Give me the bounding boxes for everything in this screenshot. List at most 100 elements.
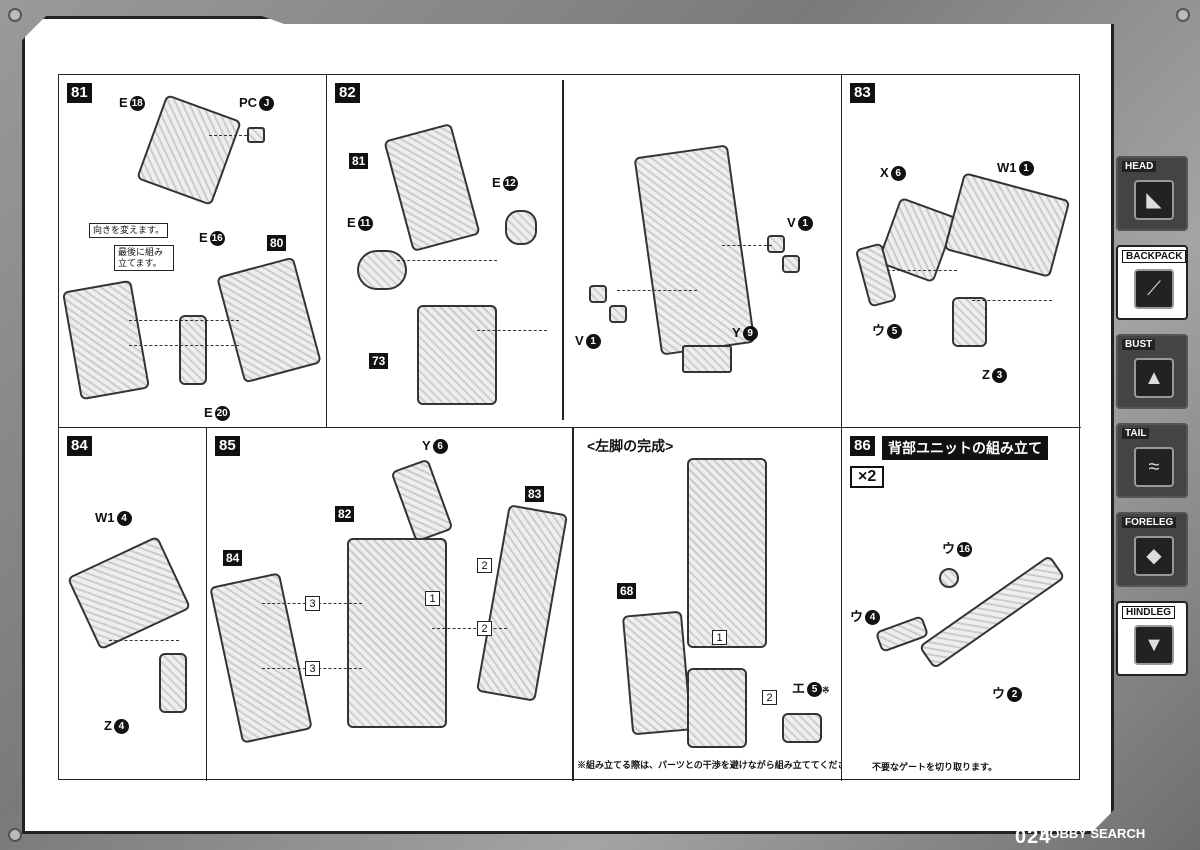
tab-bust[interactable]: BUST ▲ (1116, 334, 1188, 409)
hindleg-icon: ▼ (1134, 625, 1174, 665)
step-title: 背部ユニットの組み立て (882, 436, 1048, 460)
order-box: 3 (305, 596, 320, 611)
tab-tail[interactable]: TAIL ≈ (1116, 423, 1188, 498)
watermark: HOBBY SEARCH (1040, 826, 1146, 841)
part-drawing (505, 210, 537, 245)
order-box: 2 (762, 690, 777, 705)
step-ref: 68 (617, 583, 637, 599)
part-drawing (943, 172, 1071, 278)
step-number: 85 (215, 436, 240, 456)
step-ref: 83 (525, 486, 545, 502)
dashed-guide (397, 260, 497, 261)
dashed-guide (477, 330, 547, 331)
dashed-guide (109, 640, 179, 641)
part-drawing (179, 315, 207, 385)
step-number: 86 (850, 436, 875, 456)
part-drawing (247, 127, 265, 143)
step-ref: 80 (267, 235, 287, 251)
dashed-guide (722, 245, 772, 246)
part-drawing (682, 345, 732, 373)
tab-foreleg[interactable]: FORELEG ◆ (1116, 512, 1188, 587)
part-drawing (357, 250, 407, 290)
part-drawing (475, 504, 569, 702)
footnote: ※組み立てる際は、パーツとの干渉を避けながら組み立ててください。 (577, 760, 842, 770)
section-title: <左脚の完成> (587, 438, 674, 454)
tab-label: TAIL (1122, 428, 1150, 439)
part-drawing (767, 235, 785, 253)
tab-label: HINDLEG (1122, 606, 1175, 619)
note-box: 向きを変えます。 (89, 223, 169, 238)
order-box: 1 (425, 591, 440, 606)
part-drawing (589, 285, 607, 303)
order-box: 2 (477, 558, 492, 573)
tab-label: BUST (1122, 339, 1156, 350)
part-drawing (159, 653, 187, 713)
step-ref: 73 (369, 353, 389, 369)
part-drawing (609, 305, 627, 323)
part-drawing (939, 568, 959, 588)
tab-label: BACKPACK (1122, 250, 1187, 263)
part-drawing (782, 255, 800, 273)
part-drawing (136, 94, 242, 206)
step-number: 83 (850, 83, 875, 103)
step-number: 84 (67, 436, 92, 456)
part-drawing (209, 572, 313, 744)
tab-head[interactable]: HEAD ◣ (1116, 156, 1188, 231)
tab-hindleg[interactable]: HINDLEG ▼ (1116, 601, 1188, 676)
part-drawing (390, 458, 454, 543)
dashed-guide (617, 290, 697, 291)
screw-icon (1176, 8, 1190, 22)
head-icon: ◣ (1134, 180, 1174, 220)
dashed-guide (209, 135, 247, 136)
dashed-guide (887, 270, 957, 271)
foreleg-icon: ◆ (1134, 536, 1174, 576)
part-drawing (687, 668, 747, 748)
screw-icon (8, 828, 22, 842)
gate-note: 不要なゲートを切り取ります。 (872, 762, 998, 772)
order-box: 2 (477, 621, 492, 636)
step-ref: 81 (349, 153, 369, 169)
part-drawing (66, 535, 192, 651)
part-drawing (61, 279, 151, 401)
divider (572, 428, 574, 781)
order-box: 1 (712, 630, 727, 645)
step-number: 82 (335, 83, 360, 103)
part-drawing (952, 297, 987, 347)
note-box: 最後に組み立てます。 (114, 245, 174, 271)
part-drawing (621, 610, 693, 736)
quantity-badge: ×2 (850, 466, 885, 488)
tab-label: HEAD (1122, 161, 1157, 172)
screw-icon (8, 8, 22, 22)
tab-label: FORELEG (1122, 517, 1177, 528)
backpack-icon: ⟋ (1134, 269, 1174, 309)
bust-icon: ▲ (1134, 358, 1174, 398)
page-number: 024 (1015, 826, 1052, 848)
step-ref: 82 (335, 506, 355, 522)
tab-backpack[interactable]: BACKPACK ⟋ (1116, 245, 1188, 320)
dashed-guide (432, 628, 507, 629)
part-drawing (782, 713, 822, 743)
